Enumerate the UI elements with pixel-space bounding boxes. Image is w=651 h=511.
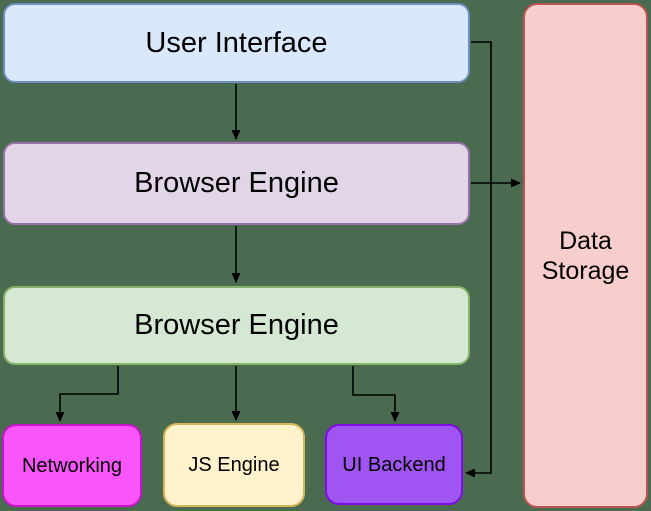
node-data-storage-label: Data Storage: [541, 226, 630, 285]
node-browser-engine-top-label: Browser Engine: [134, 167, 339, 200]
node-user-interface-label: User Interface: [145, 26, 328, 59]
node-networking: Networking: [2, 424, 142, 507]
node-browser-engine-top: Browser Engine: [3, 142, 470, 225]
node-browser-engine-mid-label: Browser Engine: [134, 309, 339, 342]
node-user-interface: User Interface: [3, 3, 470, 83]
node-data-storage: Data Storage: [523, 3, 648, 508]
node-ui-backend: UI Backend: [325, 424, 463, 505]
edge-ui-to-ui-backend: [465, 41, 492, 478]
node-js-engine: JS Engine: [163, 423, 305, 507]
node-networking-label: Networking: [21, 454, 123, 477]
node-browser-engine-mid: Browser Engine: [3, 286, 470, 365]
edge-browser-engine-mid-to-networking: [55, 366, 119, 422]
edge-browser-engine-mid-to-ui-backend: [352, 366, 400, 422]
node-js-engine-label: JS Engine: [188, 454, 280, 476]
node-ui-backend-label: UI Backend: [342, 453, 446, 476]
